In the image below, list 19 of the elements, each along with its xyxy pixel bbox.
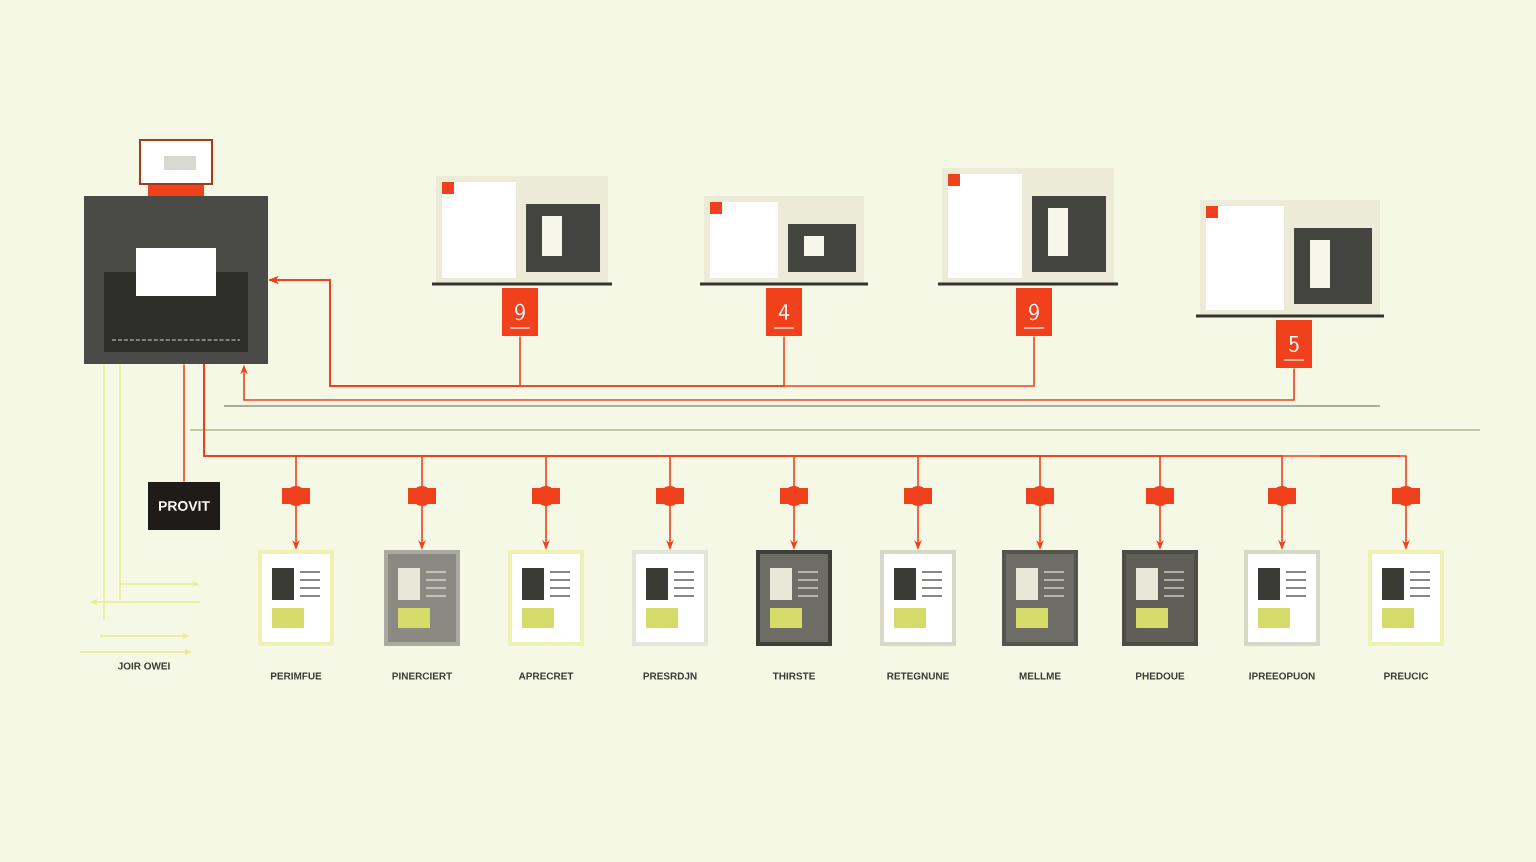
- document-drawing: [756, 550, 832, 646]
- printer-drawing: [84, 139, 268, 364]
- document-drawing: [1002, 550, 1078, 646]
- document-drawing: [632, 550, 708, 646]
- number-badge: 9: [502, 288, 538, 336]
- machine-drawing: [938, 168, 1118, 286]
- number-badge: 9: [1016, 288, 1052, 336]
- document-drawing: [1122, 550, 1198, 646]
- number-badge: 5: [1276, 320, 1312, 368]
- machine-drawing: [432, 176, 612, 286]
- document-drawing: [384, 550, 460, 646]
- document-drawing: [1244, 550, 1320, 646]
- document-drawing: [880, 550, 956, 646]
- machine-drawing: [1196, 200, 1384, 318]
- document-drawing: [508, 550, 584, 646]
- number-badge: 4: [766, 288, 802, 336]
- document-drawing: [1368, 550, 1444, 646]
- machine-drawing: [700, 196, 868, 286]
- document-drawing: [258, 550, 334, 646]
